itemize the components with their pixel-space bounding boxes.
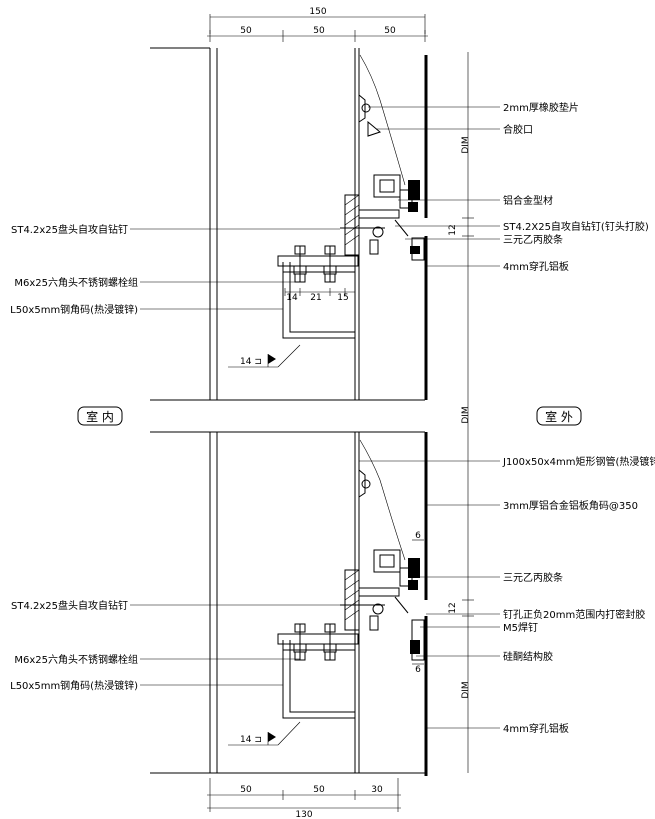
label-alu-bracket: 3mm厚铝合金铝板角码@350 [503,499,638,512]
label-perforated-panel-bottom: 4mm穿孔铝板 [503,722,569,735]
label-structural-silicone: 硅酮结构胶 [503,650,553,663]
weld-symbol-top: 14 ⊐ [228,344,301,368]
dim-bottom-total: 130 [295,810,312,819]
label-rubber-pad: 2mm厚橡胶垫片 [503,101,579,114]
label-glue-mouth: 合胶口 [503,123,533,136]
zone-inside-label: 室 内 [86,409,114,424]
detail-dim-6-top: 6 [415,531,421,541]
dim-right-1: DIM [461,136,471,153]
dim-top-total: 150 [309,7,326,17]
weld-label-bottom: 14 ⊐ [240,735,262,745]
right-dimension-chain: DIM DIM DIM 12 12 [448,52,474,773]
left-callouts: ST4.2x25盘头自攻自钻钉 M6x25六角头不锈钢螺栓组 L50x5mm钢角… [10,223,340,692]
label-epdm-strip-bottom: 三元乙丙胶条 [503,571,563,584]
label-hex-bolt-top: M6x25六角头不锈钢螺栓组 [14,276,138,289]
detail-dim-6-bottom: 6 [415,665,421,675]
dim-top-seg-3: 50 [384,26,396,36]
bolt-right [323,245,337,283]
bolt-right-bottom [323,623,337,661]
dim-bottom-seg-1: 50 [240,785,252,795]
top-dimension-chain: 150 50 50 50 [207,7,428,42]
label-epdm-strip-top: 三元乙丙胶条 [503,233,563,246]
top-assembly [340,54,425,261]
bolt-left [293,245,307,283]
bottom-assembly: 6 6 [340,439,425,675]
label-sealant: 钉孔正负20mm范围内打密封胶 [503,608,645,621]
label-self-drill-screw-right: ST4.2X25自攻自钻钉(钉头打胶) [503,220,649,233]
dim-top-seg-2: 50 [313,26,325,36]
dim-right-3: DIM [461,681,471,698]
zone-inside: 室 内 [77,406,123,426]
weld-label-top: 14 ⊐ [240,357,262,367]
label-perforated-panel-top: 4mm穿孔铝板 [503,260,569,273]
label-hex-bolt-bottom: M6x25六角头不锈钢螺栓组 [14,653,138,666]
dim-bottom-seg-2: 50 [313,785,325,795]
dim-top-seg-1: 50 [240,26,252,36]
dim-bottom-seg-3: 30 [371,785,383,795]
steel-tube-outline [209,48,360,773]
bolt-dim-14: 14 [286,293,298,303]
label-m5-stud: M5焊钉 [503,622,538,634]
right-callouts: 2mm厚橡胶垫片 合胶口 铝合金型材 ST4.2X25自攻自钻钉(钉头打胶) 三… [359,101,655,735]
bolt-dim-21: 21 [310,293,321,303]
gap-dim-bottom: 12 [448,602,458,613]
weld-symbol-bottom: 14 ⊐ [228,721,301,746]
dim-right-2: DIM [461,406,471,423]
label-steel-angle-top: L50x5mm钢角码(热浸镀锌) [10,303,138,316]
label-pan-screw-top: ST4.2x25盘头自攻自钻钉 [11,223,128,236]
zone-outside-label: 室 外 [545,409,573,424]
gap-dim-top: 12 [448,224,458,235]
label-pan-screw-bottom: ST4.2x25盘头自攻自钻钉 [11,599,128,612]
zone-outside: 室 外 [536,406,582,426]
top-steel-angle: 14 21 15 [277,245,359,339]
bolt-dim-15: 15 [337,293,348,303]
bottom-steel-angle [277,623,359,719]
floor-slab [150,47,425,774]
label-steel-angle-bottom: L50x5mm钢角码(热浸镀锌) [10,679,138,692]
label-aluminium-profile: 铝合金型材 [503,194,553,207]
label-steel-tube: J100x50x4mm矩形钢管(热浸镀锌) [502,455,655,468]
bolt-left-bottom [293,623,307,661]
bottom-dimension-chain: 50 50 30 130 [207,778,401,819]
